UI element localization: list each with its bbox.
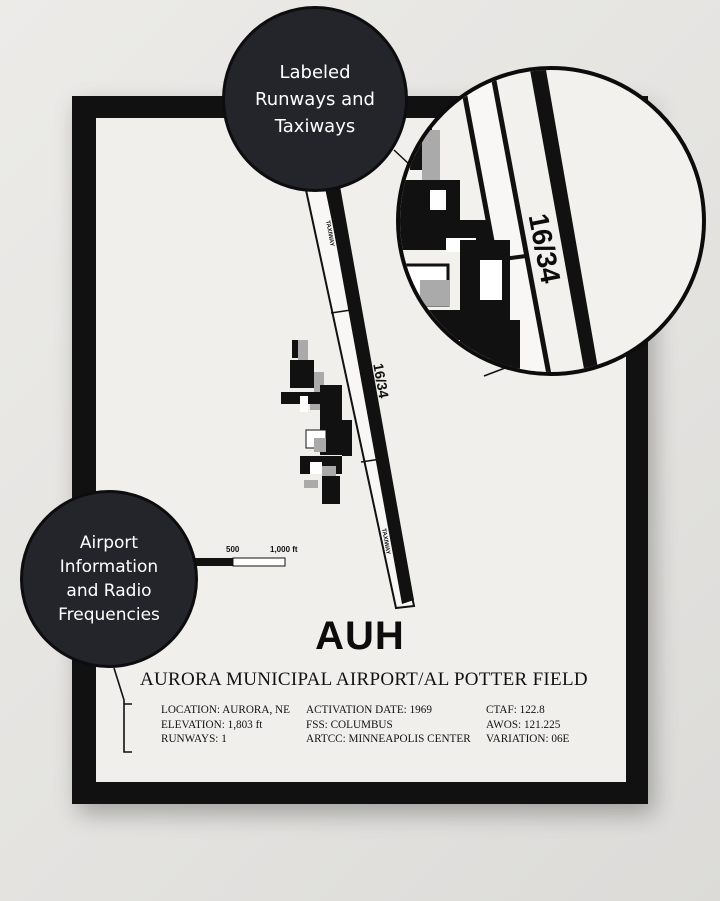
info-bracket: [113, 667, 132, 753]
callout-line: Airport: [79, 533, 139, 553]
callout-line: Runways and: [255, 88, 375, 110]
scale-label-1000: 1,000 ft: [270, 545, 298, 554]
zoom-detail: [400, 70, 599, 372]
info-variation: VARIATION: 06E: [486, 733, 570, 745]
apron-complex: [281, 340, 352, 504]
scale-bar: [195, 557, 286, 567]
callout-labeled-runways: Labeled Runways and Taxiways: [222, 6, 408, 192]
callout-line: and Radio: [66, 581, 152, 601]
scale-label-500: 500: [226, 545, 240, 554]
taxiway-divider: [330, 309, 352, 314]
info-artcc: ARTCC: MINNEAPOLIS CENTER: [306, 733, 471, 745]
info-column-3: CTAF: 122.8 AWOS: 121.225 VARIATION: 06E: [486, 703, 569, 747]
callout-line: Frequencies: [58, 605, 160, 625]
info-elevation: ELEVATION: 1,803 ft: [161, 718, 263, 731]
info-awos: AWOS: 121.225: [486, 718, 561, 731]
zoom-magnifier: 16/34: [396, 66, 706, 376]
info-ctaf: CTAF: 122.8: [486, 704, 545, 716]
callout-line: Labeled: [279, 61, 351, 83]
info-location: LOCATION: AURORA, NE: [161, 704, 290, 716]
info-column-2: ACTIVATION DATE: 1969 FSS: COLUMBUS ARTC…: [306, 703, 471, 747]
info-column-1: LOCATION: AURORA, NE ELEVATION: 1,803 ft…: [161, 703, 290, 747]
info-runways: RUNWAYS: 1: [161, 733, 227, 745]
callout-line: Taxiways: [274, 115, 356, 137]
callout-airport-information: Airport Information and Radio Frequencie…: [20, 490, 198, 668]
taxiway-divider: [360, 458, 382, 463]
airport-code: AUH: [315, 614, 405, 658]
info-activation: ACTIVATION DATE: 1969: [306, 704, 432, 716]
runway-16-34: [326, 186, 414, 604]
airport-full-name: AURORA MUNICIPAL AIRPORT/AL POTTER FIELD: [140, 669, 588, 690]
callout-line: Information: [59, 557, 159, 577]
info-fss: FSS: COLUMBUS: [306, 718, 393, 731]
